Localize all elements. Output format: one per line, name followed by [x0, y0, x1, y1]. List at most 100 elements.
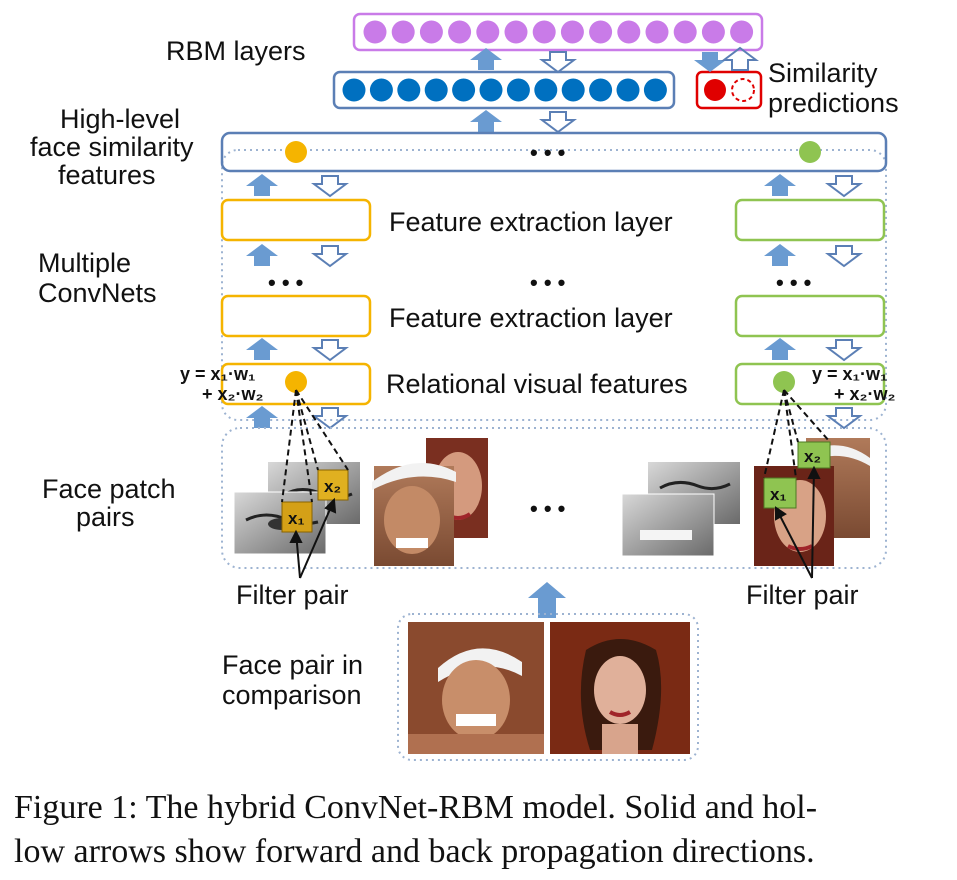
rbm-bottom-node: [534, 78, 558, 102]
rbm-top-nodes: [363, 20, 754, 44]
arrow-up-left-1: [246, 174, 278, 196]
relational-node-orange: [285, 371, 307, 393]
face-image-left: [408, 622, 544, 754]
similarity-node-hollow: [731, 78, 755, 102]
similarity-prediction-box: [695, 70, 763, 110]
filter-x1-right-label: x₁: [770, 485, 787, 504]
convnet-container: [221, 149, 887, 421]
rbm-bottom-layer: [332, 70, 676, 110]
face-patch-label-line1: Face patch: [42, 474, 176, 504]
right-feature-box-top: [734, 198, 886, 242]
rbm-top-node: [504, 20, 528, 44]
similarity-node-solid: [704, 79, 726, 101]
rbm-top-node: [419, 20, 443, 44]
rbm-layers-label: RBM layers: [166, 36, 306, 66]
arrow-up-right-1: [764, 174, 796, 196]
arrow-up-face-pair: [528, 582, 566, 618]
relational-label: Relational visual features: [386, 369, 688, 399]
convnet-rbm-diagram: • • • Feature extraction layer • • • • •…: [30, 12, 899, 761]
rbm-bottom-node: [643, 78, 667, 102]
left-filter-connections: [281, 389, 349, 503]
arrow-up-left-4: [246, 406, 278, 428]
filter-x1-left: [281, 501, 313, 533]
filter-x2-right-label: x₂: [804, 447, 821, 466]
rbm-bottom-node: [424, 78, 448, 102]
similarity-label-line1: Similarity: [768, 58, 878, 88]
arrow-up-similarity: [721, 46, 759, 71]
multiple-label-line1: Multiple: [38, 248, 131, 278]
arrow-down-features: [539, 111, 577, 134]
left-filter-pair-arrows: [289, 497, 337, 579]
rbm-bottom-node: [369, 78, 393, 102]
filter-x2-left-label: x₂: [324, 477, 341, 496]
right-equation-line2: + x₂·w₂: [834, 384, 896, 404]
caption-line2: low arrows show forward and back propaga…: [14, 833, 815, 870]
arrow-down-right-4: [825, 407, 863, 430]
rbm-top-node: [617, 20, 641, 44]
rbm-top-node: [730, 20, 754, 44]
right-ellipsis: • • •: [776, 270, 811, 295]
rbm-top-node: [476, 20, 500, 44]
arrow-down-left-2: [311, 245, 349, 268]
feature-node-orange: [285, 141, 307, 163]
figure-caption: Figure 1: The hybrid ConvNet-RBM model. …: [14, 786, 949, 874]
filter-x2-left: [317, 469, 349, 501]
arrow-down-rbm: [539, 51, 577, 74]
arrow-down-right-3: [825, 339, 863, 362]
rbm-top-layer: [352, 12, 764, 52]
high-level-label-line3: features: [58, 160, 156, 190]
rbm-top-node: [673, 20, 697, 44]
arrow-up-right-2: [764, 244, 796, 266]
right-patch-pair: [621, 462, 740, 557]
face-pair-container: [397, 613, 699, 761]
rbm-top-node: [645, 20, 669, 44]
arrow-down-right-1: [825, 175, 863, 198]
arrow-up-left-3: [246, 338, 278, 360]
features-ellipsis: • • •: [530, 140, 565, 165]
rbm-bottom-node: [342, 78, 366, 102]
rbm-top-node: [363, 20, 387, 44]
arrow-down-left-1: [311, 175, 349, 198]
right-filter-connections: [763, 389, 831, 479]
rbm-top-node: [701, 20, 725, 44]
rbm-top-node: [589, 20, 613, 44]
arrow-up-left-2: [246, 244, 278, 266]
face-patch-label-line2: pairs: [76, 502, 135, 532]
middle-ellipsis: • • •: [530, 270, 565, 295]
patch-ellipsis: • • •: [530, 496, 565, 521]
feature-node-green: [799, 141, 821, 163]
right-relational-box: [734, 362, 886, 406]
arrow-up-right-3: [764, 338, 796, 360]
rbm-bottom-node: [479, 78, 503, 102]
rbm-bottom-nodes: [342, 78, 667, 102]
filter-x1-right: [763, 477, 797, 509]
filter-pair-label-right: Filter pair: [746, 580, 859, 610]
feature-extraction-label-top: Feature extraction layer: [389, 207, 673, 237]
rbm-bottom-node: [506, 78, 530, 102]
rbm-top-node: [560, 20, 584, 44]
rbm-bottom-node: [452, 78, 476, 102]
arrow-up-features: [470, 110, 502, 132]
arrow-down-similarity: [694, 52, 726, 72]
rbm-bottom-node: [397, 78, 421, 102]
multiple-label-line2: ConvNets: [38, 278, 157, 308]
left-feature-box-top: [220, 198, 372, 242]
face-pair-label-line2: comparison: [222, 680, 362, 710]
filter-x2-right: [797, 441, 831, 469]
rbm-top-node: [391, 20, 415, 44]
right-equation-line1: y = x₁·w₁: [812, 364, 887, 384]
rbm-top-node: [532, 20, 556, 44]
rbm-top-node: [448, 20, 472, 44]
rbm-bottom-node: [561, 78, 585, 102]
face-pair-label-line1: Face pair in: [222, 650, 363, 680]
feature-extraction-label-bottom: Feature extraction layer: [389, 303, 673, 333]
caption-line1: Figure 1: The hybrid ConvNet-RBM model. …: [14, 789, 818, 826]
face-image-right: [550, 622, 690, 754]
similarity-label-line2: predictions: [768, 88, 899, 118]
left-equation-line1: y = x₁·w₁: [180, 364, 255, 384]
rbm-bottom-node: [589, 78, 613, 102]
arrow-down-left-3: [311, 339, 349, 362]
high-level-label-line2: face similarity: [30, 132, 194, 162]
right-filter-pair-arrows: [775, 465, 821, 579]
